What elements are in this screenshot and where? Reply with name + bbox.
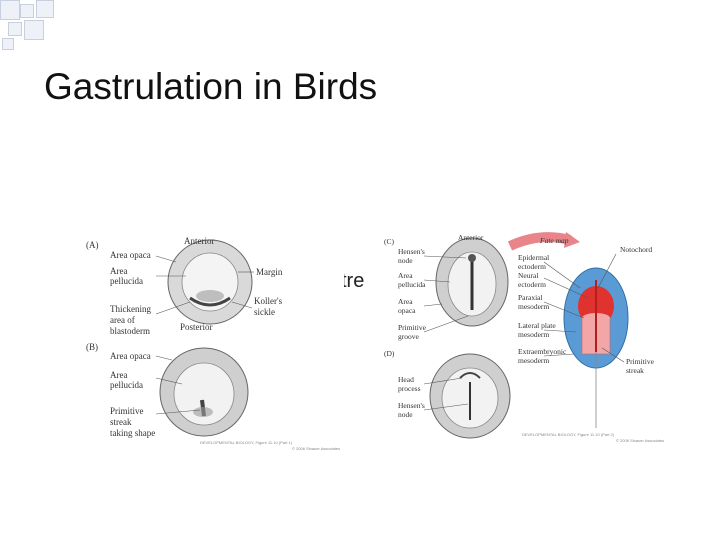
d-hensen-label-2: node bbox=[398, 410, 413, 419]
lateral-label-2: mesoderm bbox=[518, 330, 549, 339]
embryo-b bbox=[159, 347, 249, 437]
epidermal-label-2: ectoderm bbox=[518, 262, 546, 271]
margin-label: Margin bbox=[256, 267, 283, 277]
primitive-label-2: streak bbox=[110, 417, 132, 427]
c-pellucida-label: pellucida bbox=[398, 280, 426, 289]
c-primitive-label-1: Primitive bbox=[398, 323, 427, 332]
paraxial-label-1: Paraxial bbox=[518, 293, 543, 302]
embryo-c bbox=[435, 237, 509, 327]
c-anterior-label: Anterior bbox=[458, 233, 484, 242]
figure-left: (A) Anterior Area opaca Area pellucida M… bbox=[82, 232, 344, 456]
credit-left: DEVELOPMENTAL BIOLOGY, Figure 11.10 (Par… bbox=[200, 440, 293, 445]
c-opaca-label: opaca bbox=[398, 306, 416, 315]
head-label-2: process bbox=[398, 384, 421, 393]
c-area-2-label: Area bbox=[398, 297, 413, 306]
primitive-label-3: taking shape bbox=[110, 428, 155, 438]
area-label: Area bbox=[110, 266, 128, 276]
p-streak-label-1: Primitive bbox=[626, 357, 655, 366]
panel-a-label: (A) bbox=[86, 240, 99, 250]
thickening-label-2: area of bbox=[110, 315, 135, 325]
corner-decoration bbox=[0, 0, 60, 50]
d-hensen-label-1: Hensen's bbox=[398, 401, 425, 410]
panel-b-label: (B) bbox=[86, 342, 98, 352]
epidermal-label-1: Epidermal bbox=[518, 253, 549, 262]
panel-c-label: (C) bbox=[384, 237, 395, 246]
embryo-a bbox=[167, 239, 253, 325]
hensen-label-1: Hensen's bbox=[398, 247, 425, 256]
head-label-1: Head bbox=[398, 375, 414, 384]
paraxial-label-2: mesoderm bbox=[518, 302, 549, 311]
pellucida-label: pellucida bbox=[110, 276, 143, 286]
b-area-opaca-label: Area opaca bbox=[110, 351, 151, 361]
embryo-d bbox=[429, 353, 511, 439]
p-streak-label-2: streak bbox=[626, 366, 644, 375]
posterior-label: Posterior bbox=[180, 322, 213, 332]
credit-left-2: © 2006 Sinauer Associates bbox=[292, 446, 340, 451]
c-primitive-label-2: groove bbox=[398, 332, 419, 341]
b-area-label: Area bbox=[110, 370, 128, 380]
credit-right: DEVELOPMENTAL BIOLOGY, Figure 11.10 (Par… bbox=[522, 432, 615, 437]
extraembryonic-label-1: Extraembryonic bbox=[518, 347, 567, 356]
thickening-label-1: Thickening bbox=[110, 304, 151, 314]
koller-label-2: sickle bbox=[254, 307, 275, 317]
koller-label-1: Koller's bbox=[254, 296, 283, 306]
fate-map-label: Fate map bbox=[539, 236, 569, 245]
primitive-label-1: Primitive bbox=[110, 406, 144, 416]
credit-right-2: © 2006 Sinauer Associates bbox=[616, 438, 664, 443]
b-pellucida-label: pellucida bbox=[110, 380, 143, 390]
neural-label-1: Neural bbox=[518, 271, 538, 280]
hensen-label-2: node bbox=[398, 256, 413, 265]
fate-map-arrow bbox=[507, 232, 572, 251]
anterior-label: Anterior bbox=[184, 236, 215, 246]
area-opaca-label: Area opaca bbox=[110, 250, 151, 260]
lateral-label-1: Lateral plate bbox=[518, 321, 556, 330]
neural-label-2: ectoderm bbox=[518, 280, 546, 289]
figure-right: (C) Anterior Hensen's node Area pellucid… bbox=[380, 232, 666, 444]
fate-map-diagram bbox=[563, 267, 629, 428]
thickening-label-3: blastoderm bbox=[110, 326, 150, 336]
slide-title: Gastrulation in Birds bbox=[44, 66, 378, 107]
extraembryonic-label-2: mesoderm bbox=[518, 356, 549, 365]
c-area-label: Area bbox=[398, 271, 413, 280]
notochord-label: Notochord bbox=[620, 245, 652, 254]
panel-d-label: (D) bbox=[384, 349, 395, 358]
